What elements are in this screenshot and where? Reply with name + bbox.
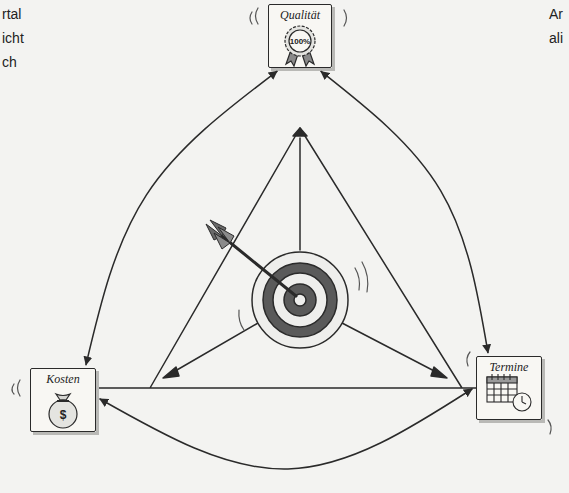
card-title: Termine (490, 357, 529, 374)
cycle-arrow (86, 71, 277, 364)
inner-arrow (299, 138, 301, 250)
card-title: Qualität (280, 5, 320, 22)
cut-text: ali (549, 30, 563, 47)
cycle-arrow (321, 71, 488, 352)
sketch-marks (12, 8, 551, 434)
arrow-head (293, 128, 307, 136)
cut-text: Ar (549, 6, 563, 23)
cut-text: rtal (2, 6, 21, 23)
card: Kosten (30, 368, 96, 432)
inner-arrow (170, 323, 258, 374)
money-bag (49, 394, 77, 428)
cycle-arrow (100, 389, 472, 469)
card: Qualität (268, 4, 332, 68)
currency-sign: $ (60, 408, 67, 422)
card-title: Kosten (46, 369, 79, 386)
cut-text: icht (2, 30, 24, 47)
cut-text: ch (2, 54, 17, 71)
badge-text: 100% (290, 37, 310, 46)
calendar (487, 374, 531, 411)
triangle (96, 128, 476, 388)
dart (206, 220, 296, 296)
card: Termine (476, 356, 542, 420)
arrow-head (431, 367, 447, 378)
target (252, 252, 348, 348)
quality-badge (285, 26, 315, 66)
card-ground (30, 4, 545, 435)
arrow-head (163, 367, 179, 378)
inner-arrow (342, 323, 440, 374)
